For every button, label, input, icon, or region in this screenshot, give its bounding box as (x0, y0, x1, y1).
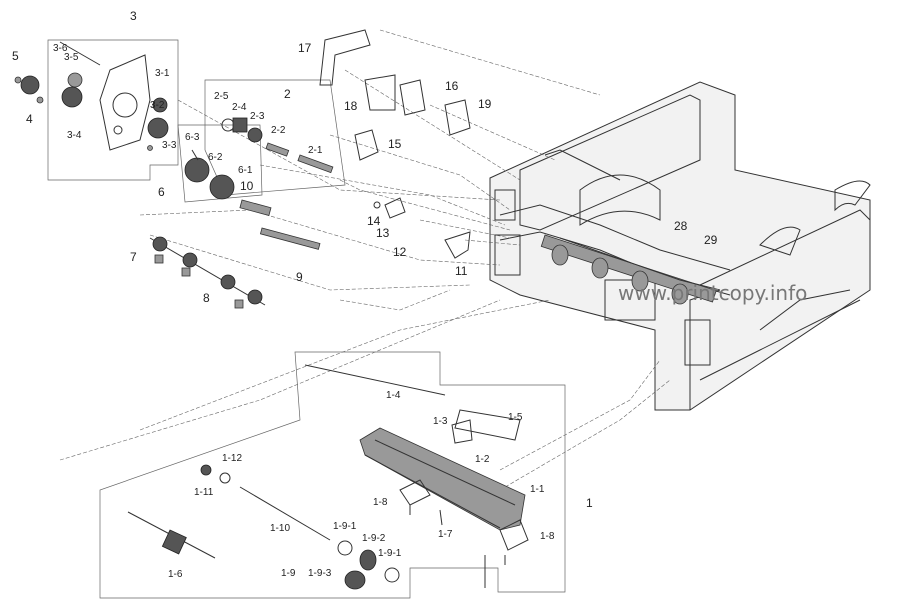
watermark: www.printcopy.info (618, 281, 807, 305)
callout-8: 8 (203, 291, 210, 305)
callout-17: 17 (298, 41, 312, 55)
callout-1-8-left: 1-8 (373, 497, 388, 508)
small-brackets (319, 29, 471, 259)
callout-15: 15 (388, 137, 402, 151)
callout-1-12: 1-12 (222, 453, 242, 464)
callout-1-9-1-right: 1-9-1 (378, 548, 402, 559)
callout-14: 14 (367, 214, 381, 228)
callout-2-5: 2-5 (214, 91, 229, 102)
callout-3-3: 3-3 (162, 140, 177, 151)
guide-frame-assembly (127, 364, 529, 590)
callout-1-10: 1-10 (270, 523, 290, 534)
group-box-2 (204, 79, 346, 196)
callout-29: 29 (704, 233, 718, 247)
callout-3: 3 (130, 9, 137, 23)
callout-11: 11 (455, 264, 468, 278)
callout-7: 7 (130, 250, 137, 264)
callout-12: 12 (393, 245, 407, 259)
callout-6-1: 6-1 (238, 165, 253, 176)
callout-2-2: 2-2 (271, 125, 286, 136)
callout-1-7: 1-7 (438, 529, 453, 540)
callout-3-1: 3-1 (155, 68, 170, 79)
callout-1-4: 1-4 (386, 390, 401, 401)
callout-1-3: 1-3 (433, 416, 448, 427)
callout-16: 16 (445, 79, 459, 93)
callout-labels: 3 3-6 3-5 3-1 3-2 3-4 3-3 5 4 17 18 16 1… (12, 9, 718, 580)
group-box-1 (99, 351, 566, 599)
callout-1-11: 1-11 (194, 487, 214, 498)
callout-2-1: 2-1 (308, 145, 323, 156)
callout-19: 19 (478, 97, 492, 111)
shafts (149, 199, 321, 309)
callout-6-3: 6-3 (185, 132, 200, 143)
gear-shaft-assembly (221, 117, 334, 174)
callout-1-9-3: 1-9-3 (308, 568, 332, 579)
callout-3-4: 3-4 (67, 130, 82, 141)
callout-1: 1 (586, 496, 593, 510)
callout-2-4: 2-4 (232, 102, 247, 113)
callout-3-5: 3-5 (64, 52, 79, 63)
callout-28: 28 (674, 219, 688, 233)
callout-4: 4 (26, 112, 33, 126)
callout-18: 18 (344, 99, 358, 113)
callout-2: 2 (284, 87, 291, 101)
gear-group-6 (184, 149, 235, 200)
callout-13: 13 (376, 226, 390, 240)
callout-5: 5 (12, 49, 19, 63)
gear-bracket-assembly (14, 41, 169, 151)
group-box-3 (47, 39, 179, 181)
callout-9: 9 (296, 270, 303, 284)
callout-1-5: 1-5 (508, 412, 523, 423)
callout-10: 10 (240, 179, 254, 193)
callout-1-6: 1-6 (168, 569, 183, 580)
callout-1-8-right: 1-8 (540, 531, 555, 542)
callout-2-3: 2-3 (250, 111, 265, 122)
callout-1-2: 1-2 (475, 454, 490, 465)
main-frame-chassis (489, 81, 871, 411)
callout-3-2: 3-2 (150, 100, 165, 111)
callout-1-1: 1-1 (530, 484, 545, 495)
callout-6: 6 (158, 185, 165, 199)
callout-3-6: 3-6 (53, 43, 68, 54)
callout-1-9-2: 1-9-2 (362, 533, 386, 544)
leader-lines (59, 29, 671, 491)
callout-1-9: 1-9 (281, 568, 296, 579)
callout-6-2: 6-2 (208, 152, 223, 163)
callout-1-9-1-top: 1-9-1 (333, 521, 357, 532)
